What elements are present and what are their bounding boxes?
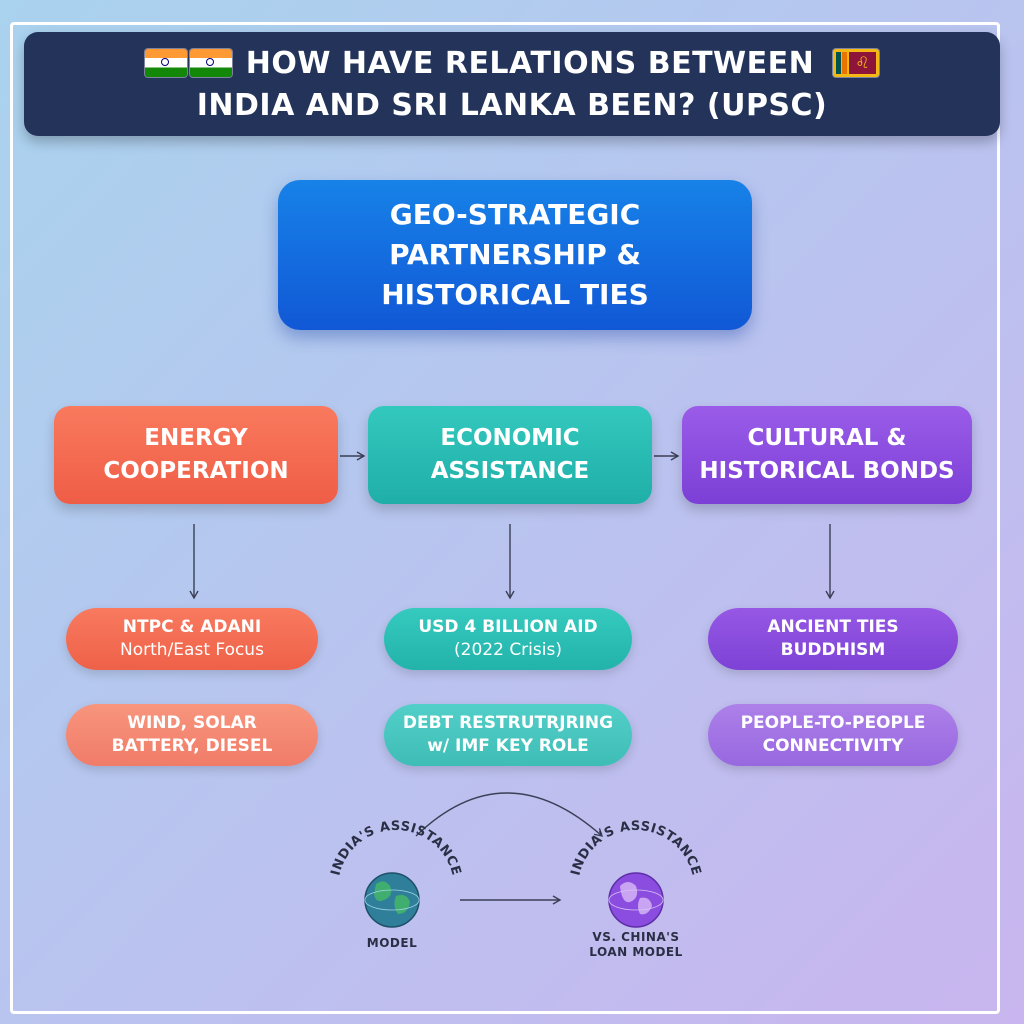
item-line: (2022 Crisis) (454, 640, 562, 660)
cultural-item-buddhism: ANCIENT TIES BUDDHISM (708, 608, 958, 670)
cultural-item-connectivity: PEOPLE-TO-PEOPLE CONNECTIVITY (708, 704, 958, 766)
category-cultural-bonds: CULTURAL & HISTORICAL BONDS (682, 406, 972, 504)
central-node-line: HISTORICAL TIES (381, 278, 649, 311)
central-node-line: PARTNERSHIP & (389, 238, 641, 271)
category-label: ASSISTANCE (430, 458, 590, 484)
item-line: WIND, SOLAR (127, 713, 257, 733)
right-arc-label: INDIA'S ASSISTANCE (569, 819, 704, 877)
category-label: ENERGY (144, 425, 248, 451)
left-model-caption: MODEL (366, 936, 418, 950)
item-line: BATTERY, DIESEL (111, 736, 273, 756)
item-line: CONNECTIVITY (762, 736, 904, 756)
item-line: ANCIENT TIES (767, 617, 899, 637)
category-energy-cooperation: ENERGY COOPERATION (54, 406, 338, 504)
category-label: COOPERATION (103, 458, 289, 484)
item-line: PEOPLE-TO-PEOPLE (740, 713, 926, 733)
svg-text:INDIA'S ASSISTANCE: INDIA'S ASSISTANCE (569, 819, 704, 877)
item-line: USD 4 BILLION AID (418, 617, 598, 637)
central-node: GEO-STRATEGIC PARTNERSHIP & HISTORICAL T… (278, 180, 752, 330)
item-line: DEBT RESTRUTRJRING (402, 713, 614, 733)
item-line: North/East Focus (120, 640, 264, 660)
india-flag-icon (144, 49, 187, 77)
globe-icon (608, 872, 664, 928)
category-economic-assistance: ECONOMIC ASSISTANCE (368, 406, 652, 504)
right-caption-line: VS. CHINA'S (592, 930, 680, 944)
india-flag-icon (189, 49, 232, 77)
right-caption-line: LOAN MODEL (589, 945, 683, 959)
globe-icon (364, 872, 420, 928)
item-line: BUDDHISM (780, 640, 886, 660)
left-arc-label: INDIA'S ASSISTANCE (329, 819, 464, 877)
sri-lanka-flag-icon: ♌ (833, 49, 880, 77)
title-banner: HOW HAVE RELATIONS BETWEEN ♌ INDIA AND S… (24, 32, 1000, 136)
category-label: HISTORICAL BONDS (699, 458, 955, 484)
right-model-caption: VS. CHINA'S LOAN MODEL (571, 930, 701, 960)
curved-arrow-top (415, 792, 604, 837)
economic-item-usd-aid: USD 4 BILLION AID (2022 Crisis) (384, 608, 632, 670)
central-node-line: GEO-STRATEGIC (389, 198, 641, 231)
category-label: CULTURAL & (747, 425, 907, 451)
item-line: NTPC & ADANI (122, 617, 262, 637)
outer-frame (10, 22, 1000, 1014)
economic-item-debt-restructuring: DEBT RESTRUTRJRING w/ IMF KEY ROLE (384, 704, 632, 766)
title-line-1: HOW HAVE RELATIONS BETWEEN ♌ (24, 46, 1000, 81)
energy-item-wind-solar: WIND, SOLAR BATTERY, DIESEL (66, 704, 318, 766)
category-label: ECONOMIC (440, 425, 580, 451)
svg-text:INDIA'S ASSISTANCE: INDIA'S ASSISTANCE (329, 819, 464, 877)
title-line-2: INDIA AND SRI LANKA BEEN? (UPSC) (196, 88, 828, 123)
item-line: w/ IMF KEY ROLE (427, 736, 589, 756)
title-text-1: HOW HAVE RELATIONS BETWEEN (245, 46, 815, 81)
energy-item-ntpc-adani: NTPC & ADANI North/East Focus (66, 608, 318, 670)
